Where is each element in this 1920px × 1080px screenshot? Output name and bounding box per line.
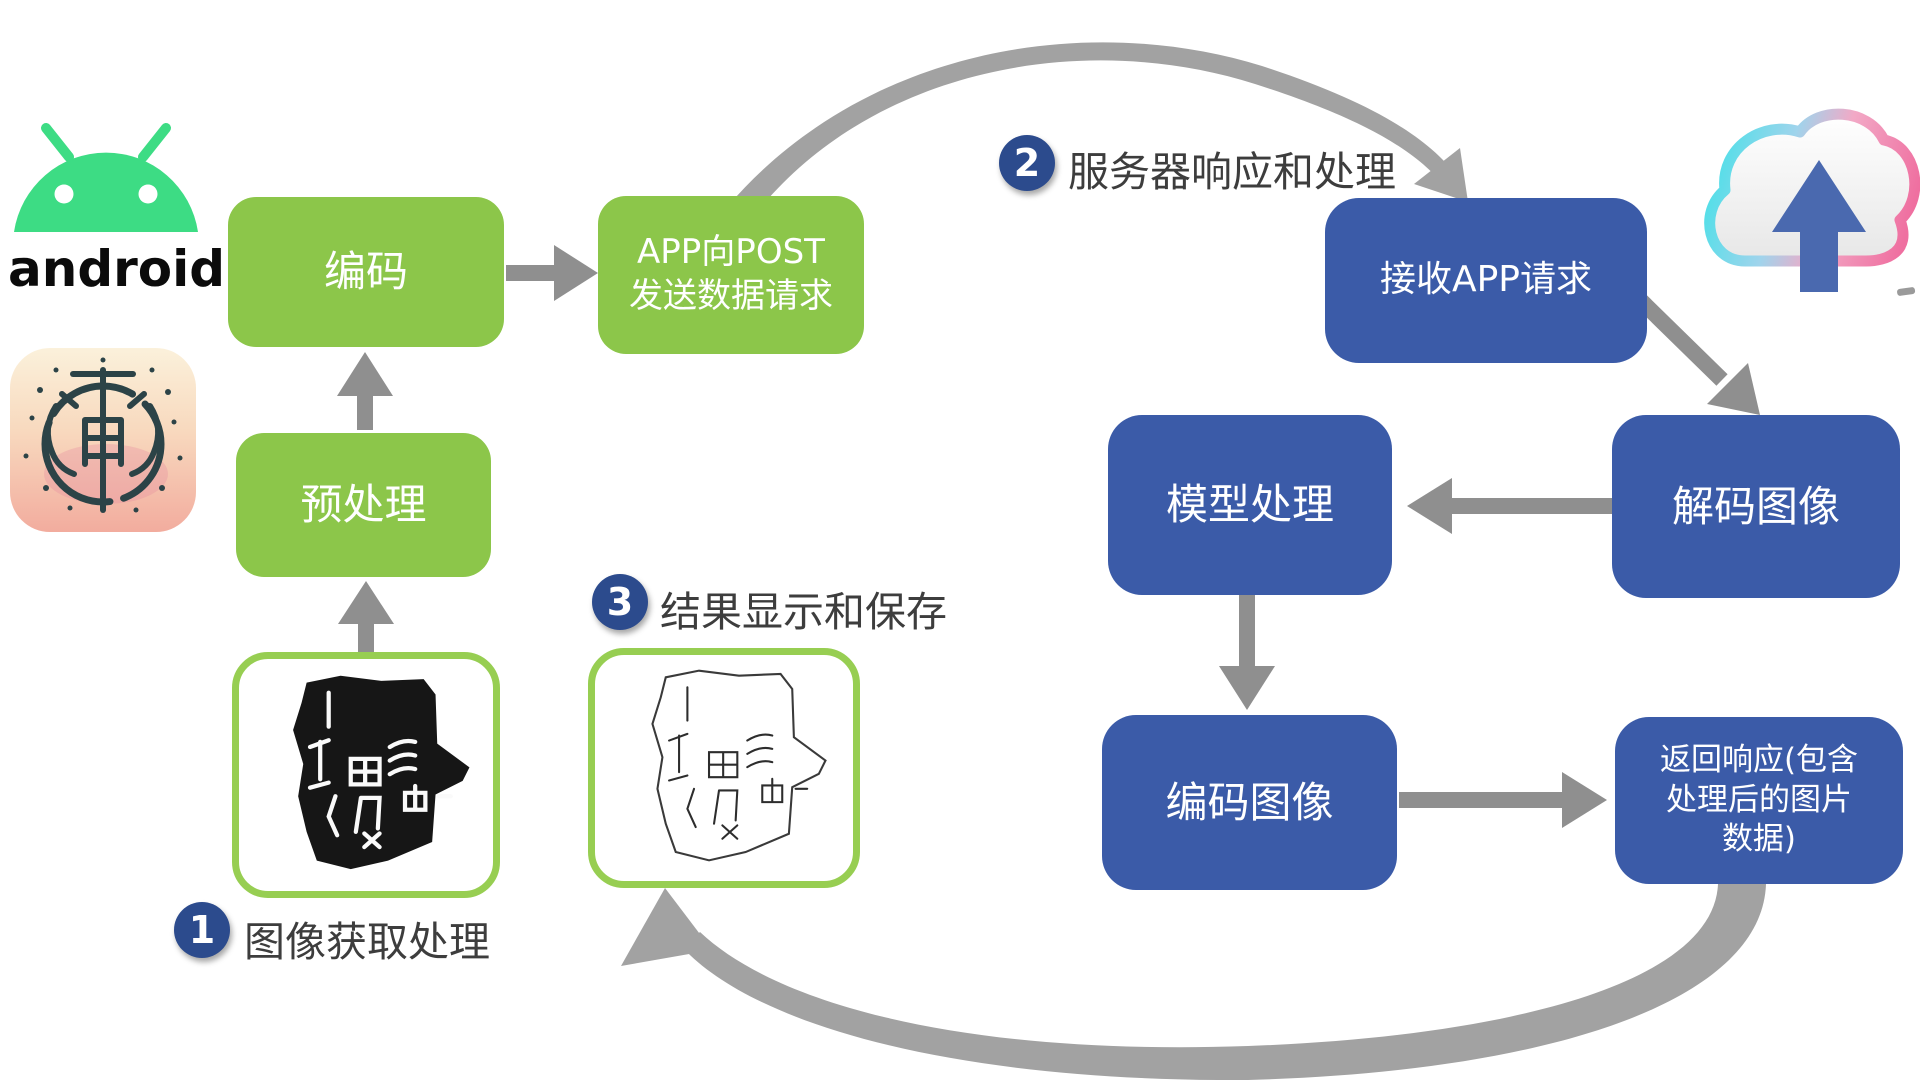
flow-box-receive-request: 接收APP请求 <box>1325 198 1647 363</box>
app-icon-speckles <box>23 357 183 513</box>
arrow-input-to-preprocess <box>338 581 394 652</box>
step-1-badge: 1 <box>174 902 230 958</box>
result-image-frame <box>588 648 860 888</box>
upload-arrow-icon <box>1772 160 1866 292</box>
cloud-upload-icon <box>1704 108 1920 296</box>
input-image-frame <box>232 652 500 898</box>
oracle-app-icon <box>10 348 196 532</box>
step-3-number: 3 <box>606 580 634 624</box>
arrow-encode-to-post <box>506 245 598 301</box>
oracle-bone-line-drawing-image <box>651 669 827 862</box>
step-3-label: 结果显示和保存 <box>660 588 947 636</box>
flow-box-encode-label: 编码 <box>323 247 408 297</box>
flow-box-model-process: 模型处理 <box>1108 415 1392 595</box>
step-2-number: 2 <box>1013 141 1041 185</box>
oracle-app-icon-art <box>23 357 183 513</box>
flow-box-receive-label: 接收APP请求 <box>1379 259 1593 301</box>
step-3-badge: 3 <box>592 574 648 630</box>
step-2-badge: 2 <box>999 135 1055 191</box>
flow-box-return-response: 返回响应(包含 处理后的图片 数据) <box>1615 717 1903 884</box>
arrow-encodeimage-to-response <box>1399 772 1607 828</box>
oracle-glyphs-white <box>307 690 453 850</box>
arrow-preprocess-to-encode <box>337 352 393 430</box>
flow-box-decode-label: 解码图像 <box>1671 481 1840 531</box>
android-robot-icon <box>14 123 198 232</box>
post-request-line1: APP向POST <box>637 232 825 273</box>
flow-box-decode-image: 解码图像 <box>1612 415 1900 598</box>
step-1-number: 1 <box>188 908 216 952</box>
flow-box-model-label: 模型处理 <box>1165 480 1334 530</box>
arc-arrow-app-to-server <box>728 42 1468 206</box>
arrow-decode-to-model <box>1407 478 1612 534</box>
response-line2: 处理后的图片 <box>1666 781 1852 818</box>
flow-box-encode: 编码 <box>228 197 504 347</box>
step-2-label: 服务器响应和处理 <box>1068 148 1396 196</box>
flow-box-encode-image: 编码图像 <box>1102 715 1397 890</box>
arrow-receive-to-decode <box>1622 282 1760 415</box>
flow-box-encode-image-label: 编码图像 <box>1165 777 1334 827</box>
oracle-glyphs-outline <box>668 686 809 840</box>
response-line1: 返回响应(包含 <box>1659 741 1859 778</box>
flow-box-preprocess: 预处理 <box>236 433 491 577</box>
arrow-model-to-encodeimage <box>1219 594 1275 710</box>
oracle-bone-rubbing-image <box>293 675 470 870</box>
post-request-line2: 发送数据请求 <box>629 276 833 316</box>
flow-box-preprocess-label: 预处理 <box>300 480 427 530</box>
flow-box-post-request: APP向POST 发送数据请求 <box>598 196 864 354</box>
response-line3: 数据) <box>1721 821 1797 858</box>
stray-dash-mark <box>1897 287 1916 296</box>
step-1-label: 图像获取处理 <box>244 918 490 966</box>
arc-arrow-server-to-app <box>621 884 1766 1080</box>
android-wordmark: android <box>8 240 226 298</box>
